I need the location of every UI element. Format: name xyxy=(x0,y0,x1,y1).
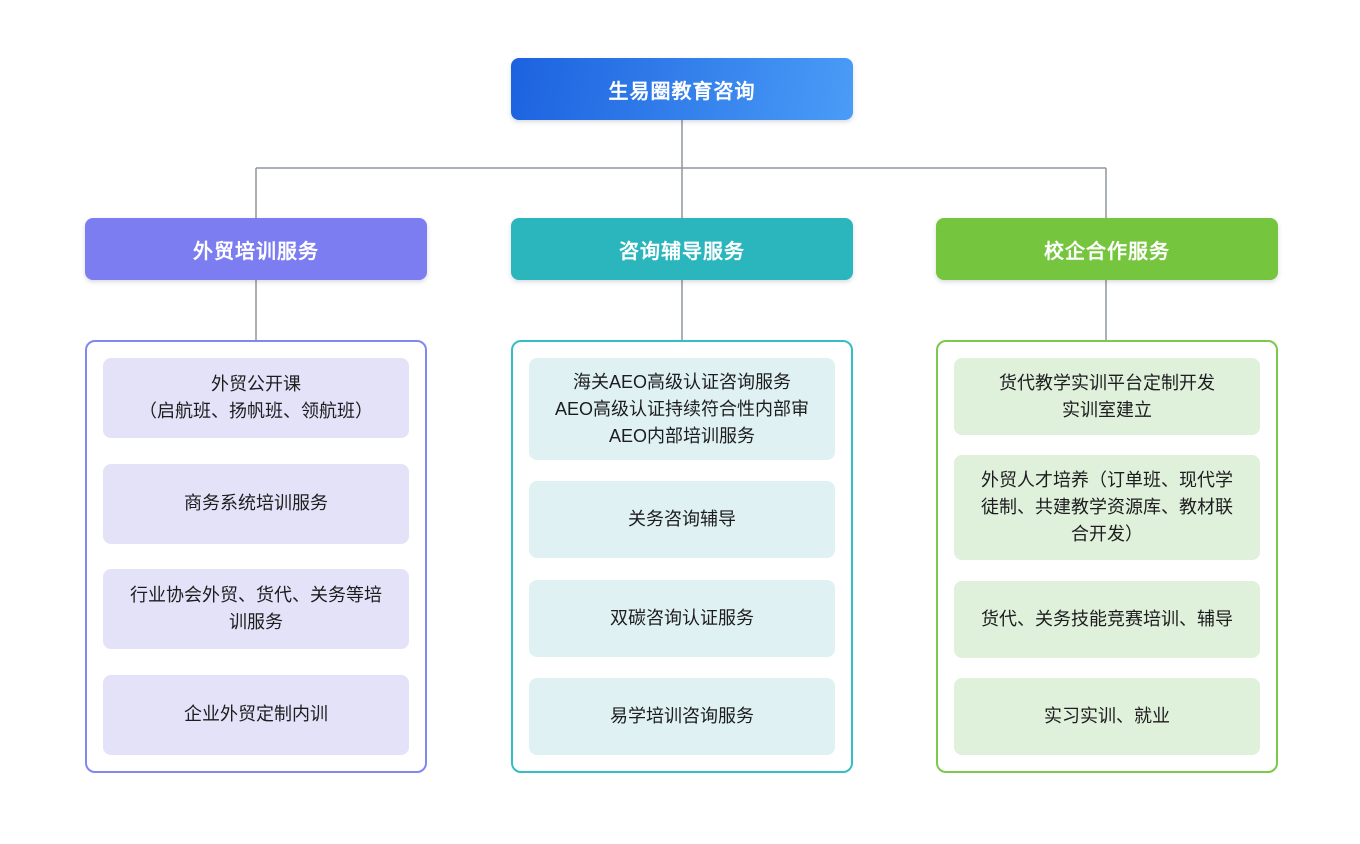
service-item: 易学培训咨询服务 xyxy=(529,677,835,755)
service-item-line: 商务系统培训服务 xyxy=(184,493,328,514)
service-item-line: 实习实训、就业 xyxy=(1044,705,1170,726)
service-item-line: 双碳咨询认证服务 xyxy=(610,607,754,628)
service-item-line: （启航班、扬帆班、领航班） xyxy=(139,401,373,421)
service-item: 实习实训、就业 xyxy=(954,677,1260,755)
service-item-line: 外贸人才培养（订单班、现代学徒制、共建教学资源库、教材联合开发） xyxy=(981,470,1233,545)
service-item-line: AEO高级认证持续符合性内部审 xyxy=(554,398,809,419)
service-item: 海关AEO高级认证咨询服务 AEO高级认证持续符合性内部审 AEO内部培训服务 xyxy=(529,358,835,460)
service-item: 外贸人才培养（订单班、现代学徒制、共建教学资源库、教材联合开发） xyxy=(954,455,1260,561)
service-item-line: 企业外贸定制内训 xyxy=(184,704,328,725)
service-item-line: 实训室建立 xyxy=(1062,399,1152,420)
service-item-line: 易学培训咨询服务 xyxy=(610,705,754,726)
branch-header-foreign-trade-training: 外贸培训服务 xyxy=(85,218,427,280)
root-node: 生易圈教育咨询 xyxy=(511,58,853,120)
service-item-line: 海关AEO高级认证咨询服务 xyxy=(572,371,791,392)
branch-list-foreign-trade-training: 外贸公开课 （启航班、扬帆班、领航班） 商务系统培训服务 行业协会外贸、货代、关… xyxy=(85,340,427,773)
service-item-line: 外贸公开课 xyxy=(211,374,301,394)
service-item: 货代教学实训平台定制开发 实训室建立 xyxy=(954,358,1260,435)
service-item: 双碳咨询认证服务 xyxy=(529,579,835,657)
service-item: 行业协会外贸、货代、关务等培训服务 xyxy=(103,569,409,650)
service-item: 商务系统培训服务 xyxy=(103,463,409,544)
service-item-line: 行业协会外贸、货代、关务等培训服务 xyxy=(130,585,382,633)
service-item-line: 货代、关务技能竞赛培训、辅导 xyxy=(981,608,1233,629)
service-item-line: 货代教学实训平台定制开发 xyxy=(999,372,1215,393)
service-item: 外贸公开课 （启航班、扬帆班、领航班） xyxy=(103,358,409,438)
service-item-line: 关务咨询辅导 xyxy=(628,509,736,530)
service-item-line: AEO内部培训服务 xyxy=(608,425,755,446)
service-item: 货代、关务技能竞赛培训、辅导 xyxy=(954,580,1260,658)
branch-list-school-enterprise: 货代教学实训平台定制开发 实训室建立 外贸人才培养（订单班、现代学徒制、共建教学… xyxy=(936,340,1278,773)
service-item: 关务咨询辅导 xyxy=(529,481,835,559)
branch-header-consulting-coaching: 咨询辅导服务 xyxy=(511,218,853,280)
service-item: 企业外贸定制内训 xyxy=(103,674,409,755)
branch-list-consulting-coaching: 海关AEO高级认证咨询服务 AEO高级认证持续符合性内部审 AEO内部培训服务 … xyxy=(511,340,853,773)
branch-header-school-enterprise: 校企合作服务 xyxy=(936,218,1278,280)
